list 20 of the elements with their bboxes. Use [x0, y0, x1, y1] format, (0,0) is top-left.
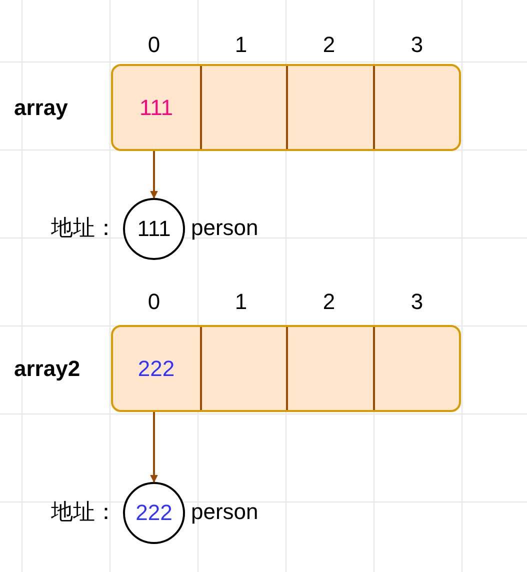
index-number: 3: [410, 34, 424, 56]
index-number: 2: [322, 34, 336, 56]
array-cell: 111: [113, 66, 200, 149]
index-number: 0: [148, 291, 160, 313]
index-number: 3: [410, 291, 424, 313]
address-circle: 111: [123, 198, 185, 260]
address-label: 地址：: [51, 501, 117, 523]
index-number: 1: [234, 34, 248, 56]
array-name: array2: [14, 358, 80, 380]
index-number: 2: [322, 291, 336, 313]
arrow: [150, 412, 158, 483]
index-number: 0: [148, 34, 160, 56]
array-name: array: [14, 97, 68, 119]
type-label: person: [191, 217, 258, 239]
type-label: person: [191, 501, 258, 523]
address-label: 地址：: [51, 217, 117, 239]
index-number: 1: [234, 291, 248, 313]
arrow: [150, 151, 158, 199]
array-cell: 222: [113, 327, 200, 410]
address-circle: 222: [123, 482, 185, 544]
